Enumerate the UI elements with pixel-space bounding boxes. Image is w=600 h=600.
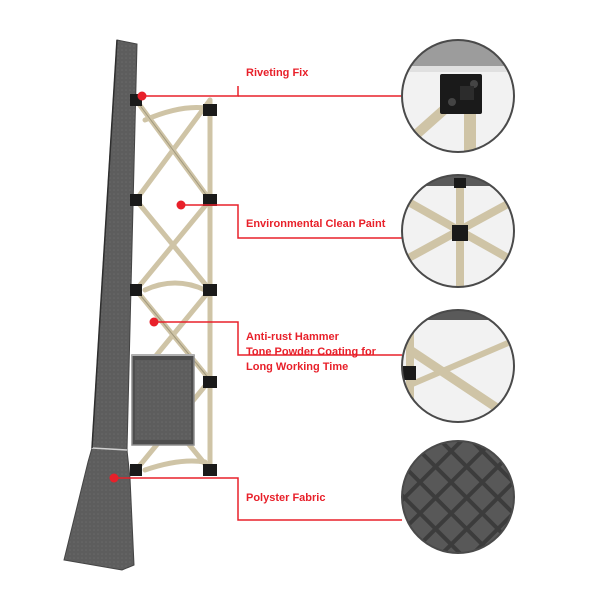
callout-dot-paint xyxy=(176,200,186,210)
detail-circle-fabric xyxy=(401,440,515,554)
callout-text: Environmental Clean Paint xyxy=(246,218,386,230)
frame-brackets xyxy=(130,94,217,476)
callout-text-line: Long Working Time xyxy=(246,361,349,373)
storage-pocket xyxy=(131,354,195,446)
callout-label-fabric: Polyster Fabric xyxy=(246,491,325,506)
detail-circle-paint xyxy=(401,174,515,288)
callout-text: Polyster Fabric xyxy=(246,492,326,504)
callout-dot-riveting xyxy=(137,91,147,101)
fabric-panel xyxy=(63,39,138,571)
callout-label-riveting: Riveting Fix xyxy=(246,66,308,81)
callout-text: Riveting Fix xyxy=(246,67,309,79)
callout-label-coating: Anti-rust Hammer Tone Powder Coating for… xyxy=(246,330,376,375)
detail-circle-coating xyxy=(401,309,515,423)
callout-dot-coating xyxy=(149,317,159,327)
callout-text-line: Anti-rust Hammer xyxy=(246,331,339,343)
callout-connectors xyxy=(114,86,402,521)
detail-circle-riveting xyxy=(401,39,515,153)
callout-dot-fabric xyxy=(109,473,119,483)
callout-text-line: Tone Powder Coating for xyxy=(246,346,376,358)
callout-label-paint: Environmental Clean Paint xyxy=(246,217,385,232)
cot-frame xyxy=(63,39,217,571)
callout-dots xyxy=(109,91,186,483)
